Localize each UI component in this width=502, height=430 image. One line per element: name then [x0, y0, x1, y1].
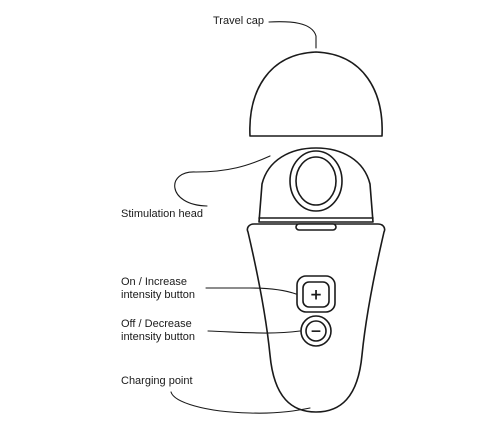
plus-icon: +: [310, 286, 323, 304]
leader-line-decrease: [207, 330, 301, 334]
minus-icon: −: [310, 324, 322, 340]
travel-cap: [249, 51, 383, 137]
increase-button-label: On / Increase intensity button: [121, 276, 195, 301]
decrease-button-inner: [305, 320, 327, 342]
decrease-button[interactable]: −: [300, 315, 332, 347]
travel-cap-label: Travel cap: [213, 15, 264, 27]
decrease-button-label: Off / Decrease intensity button: [121, 318, 195, 343]
increase-button[interactable]: +: [296, 275, 336, 313]
increase-button-inner: [302, 281, 330, 308]
stimulation-opening-inner: [295, 156, 337, 206]
charging-point-label: Charging point: [121, 375, 193, 387]
body-slot: [295, 223, 337, 231]
increase-button-outer: [296, 275, 336, 313]
stimulation-head-label: Stimulation head: [121, 208, 203, 220]
leader-line-stimulation-head: [174, 155, 271, 207]
leader-line-increase: [205, 287, 297, 295]
stimulation-opening-outer: [289, 150, 343, 212]
leader-line-travel-cap: [268, 21, 317, 49]
leader-line-charging: [170, 391, 311, 414]
